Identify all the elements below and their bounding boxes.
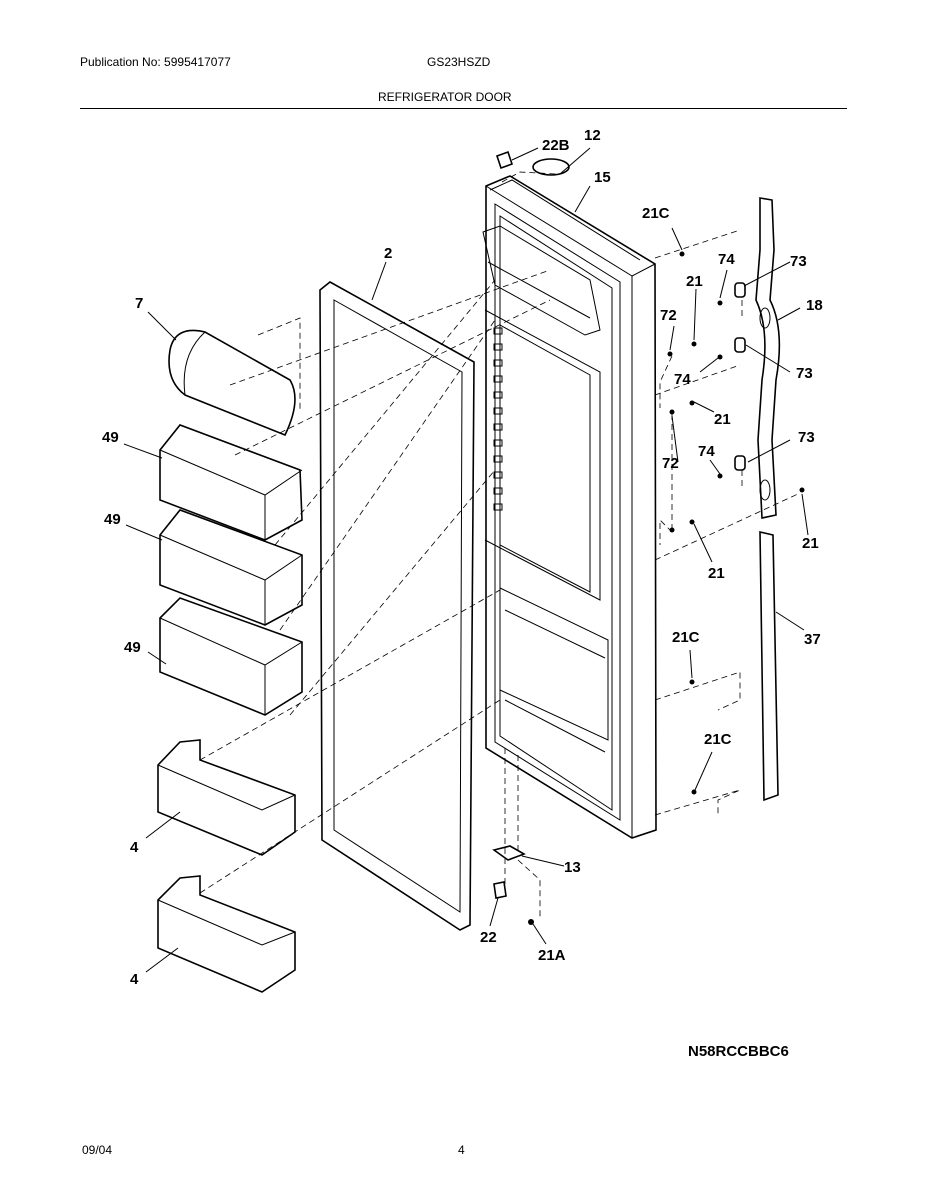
callout-21c-top: 21C — [642, 205, 670, 222]
assembly-lines — [199, 171, 801, 918]
door-bin-49-a — [159, 424, 303, 541]
callout-73-a: 73 — [790, 253, 807, 270]
callout-21c-low: 21C — [704, 731, 732, 748]
callout-49-b: 49 — [104, 511, 121, 528]
callout-49-c: 49 — [124, 639, 141, 656]
door-shelf-holes — [493, 327, 503, 511]
callout-21-d: 21 — [708, 565, 725, 582]
callout-74-b: 74 — [674, 371, 691, 388]
callout-2: 2 — [384, 245, 392, 262]
bottom-hinge-13 — [492, 845, 534, 925]
model-number: GS23HSZD — [427, 55, 491, 69]
footer-page-number: 4 — [458, 1143, 465, 1157]
callout-49-a: 49 — [102, 429, 119, 446]
callout-18: 18 — [806, 297, 823, 314]
callout-13: 13 — [564, 859, 581, 876]
callout-21-b: 21 — [714, 411, 731, 428]
callout-21c-mid: 21C — [672, 629, 700, 646]
screws — [667, 251, 805, 795]
callout-4-b: 4 — [130, 971, 139, 988]
callout-21-c: 21 — [802, 535, 819, 552]
door-bin-49-b — [159, 509, 303, 626]
callout-73-b: 73 — [796, 365, 813, 382]
door-bin-4-a — [157, 739, 296, 856]
handle-mounts — [734, 282, 746, 471]
callout-labels: 22B 12 15 21C 2 7 74 73 21 18 72 74 73 4… — [102, 127, 823, 988]
callout-7: 7 — [135, 295, 143, 312]
door-gasket — [319, 281, 475, 931]
callout-12: 12 — [584, 127, 601, 144]
handle-trim-37 — [759, 530, 779, 802]
door-shell — [482, 175, 657, 839]
callout-15: 15 — [594, 169, 611, 186]
callout-74-c: 74 — [698, 443, 715, 460]
callout-74-a: 74 — [718, 251, 735, 268]
publication-number: Publication No: 5995417077 — [80, 55, 231, 69]
leader-lines — [123, 147, 809, 973]
callout-21a: 21A — [538, 947, 566, 964]
dairy-compartment-7 — [168, 329, 296, 437]
drawing-code: N58RCCBBC6 — [688, 1043, 789, 1060]
callout-72-a: 72 — [660, 307, 677, 324]
callout-21-a: 21 — [686, 273, 703, 290]
footer-date: 09/04 — [82, 1143, 113, 1157]
callout-73-c: 73 — [798, 429, 815, 446]
door-bin-49-c — [159, 597, 303, 716]
callout-22: 22 — [480, 929, 497, 946]
header-rule — [80, 108, 847, 109]
callout-4-a: 4 — [130, 839, 139, 856]
section-title: REFRIGERATOR DOOR — [378, 90, 512, 104]
top-hinge-bushing — [495, 150, 570, 176]
callout-37: 37 — [804, 631, 821, 648]
door-bin-4-b — [157, 875, 296, 993]
callout-72-b: 72 — [662, 455, 679, 472]
callout-22b: 22B — [542, 137, 570, 154]
